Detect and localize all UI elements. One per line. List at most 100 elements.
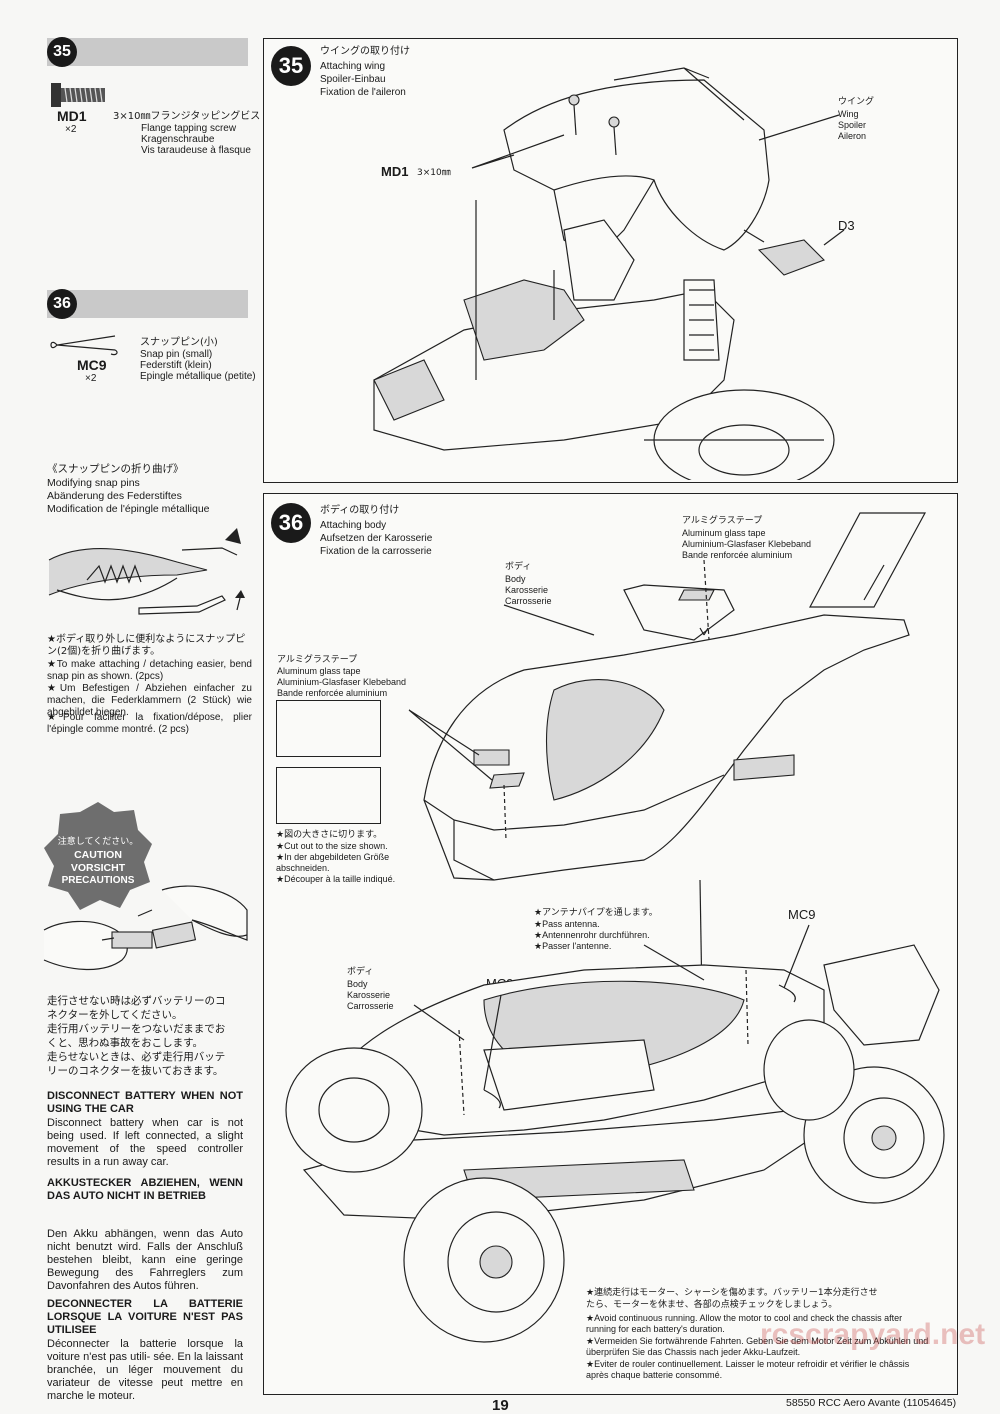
tape-left-de: Aluminium-Glasfaser Klebeband (277, 677, 407, 687)
antenna-note-fr: ★Passer l'antenne. (534, 941, 612, 951)
panel-35-title-en: Attaching wing (320, 61, 386, 72)
tape-top-fr: Bande renforcée aluminium (682, 550, 793, 560)
snap-mod-note-de: ★Um Befestigen / Abziehen einfacher zu m… (47, 683, 252, 718)
body-label-de: Karosserie (505, 585, 549, 595)
panel-36-number: 36 (271, 503, 311, 543)
body2-label-en: Body (347, 979, 368, 989)
tape-left-jp: アルミグラステープ (277, 655, 358, 665)
antenna-note-jp: ★アンテナパイプを通します。 (534, 908, 658, 918)
caution-de-heading: AKKUSTECKER ABZIEHEN, WENN DAS AUTO NICH… (47, 1177, 243, 1202)
wing-assembly-drawing (373, 67, 845, 480)
part-code-md1: MD1 (57, 108, 87, 124)
cut-note-fr: ★Découper à la taille indiqué. (276, 874, 396, 884)
panel-36-title-de: Aufsetzen der Karosserie (320, 533, 433, 544)
watermark: rcscrapyard.net (760, 1318, 986, 1351)
battery-connector-illustration (43, 885, 248, 970)
caution-jp-5: 走らせないときは、必ず走行用バッテ (47, 1051, 226, 1063)
snap-pin-icon (50, 335, 118, 356)
caution-badge-jp: 注意してください。 (57, 837, 139, 847)
snap-mod-title-en: Modifying snap pins (47, 477, 140, 489)
antenna-note-en: ★Pass antenna. (534, 919, 600, 929)
part-desc-mc9-jp: スナップピン(小) (140, 337, 218, 348)
panel-36-title-jp: ボディの取り付け (320, 505, 400, 516)
panel-36-title-en: Attaching body (320, 520, 387, 531)
caution-badge-fr: PRECAUTIONS (61, 875, 135, 886)
caution-en-body: Disconnect battery when car is not being… (47, 1117, 243, 1168)
page-number: 19 (492, 1397, 509, 1414)
tape-top-de: Aluminium-Glasfaser Klebeband (682, 539, 812, 549)
product-code: 58550 RCC Aero Avante (11054645) (786, 1397, 957, 1409)
caution-jp-4: くと、思わぬ事故をおこします。 (47, 1037, 204, 1049)
body-underside-drawing (408, 560, 910, 881)
panel-36-title-fr: Fixation de la carrosserie (320, 546, 432, 557)
run-note-en: ★Avoid continuous running. Allow the mot… (586, 1313, 903, 1334)
part-desc-md1-en: Flange tapping screw (141, 123, 237, 134)
tape-left-en: Aluminum glass tape (277, 666, 361, 676)
flange-screw-icon (51, 83, 105, 107)
panel-35-number: 35 (271, 46, 311, 86)
body2-label-jp: ボディ (347, 967, 374, 977)
part-desc-md1-de: Kragenschraube (141, 134, 215, 145)
wing-label-fr: Aileron (838, 131, 867, 141)
body2-label-fr: Carrosserie (347, 1001, 394, 1011)
panel-35-title-fr: Fixation de l'aileron (320, 87, 406, 98)
caution-de-body: Den Akku abhängen, wenn das Auto nicht b… (47, 1228, 243, 1292)
step-35-header-bar (47, 38, 248, 66)
car-body-mounting-drawing (285, 879, 945, 1343)
caution-jp-2: ネクターを外してください。 (47, 1009, 183, 1021)
caution-jp-3: 走行用バッテリーをつないだままでお (47, 1023, 226, 1035)
step-36-number: 36 (47, 289, 77, 319)
tape-cut-box-1 (276, 700, 381, 757)
snap-mod-note-en: ★To make attaching / detaching easier, b… (47, 659, 252, 682)
body-label-fr: Carrosserie (505, 596, 552, 606)
caution-fr-body: Déconnecter la batterie lorsque la voitu… (47, 1338, 243, 1402)
run-note-fr: ★Eviter de rouler continuellement. Laiss… (586, 1359, 910, 1380)
caution-jp-1: 走行させない時は必ずバッテリーのコ (47, 995, 226, 1007)
part-desc-mc9-fr: Epingle métallique (petite) (140, 371, 256, 382)
snap-mod-title-jp: 《スナップピンの折り曲げ》 (47, 463, 184, 475)
caution-badge-shape (44, 802, 152, 910)
caution-en-heading: DISCONNECT BATTERY WHEN NOT USING THE CA… (47, 1090, 243, 1115)
snap-mod-note-jp-2: ン(2個)を折り曲げます。 (47, 646, 161, 657)
caution-jp-6: リーのコネクターを抜いておきます。 (47, 1065, 224, 1077)
tape-top-jp: アルミグラステープ (682, 516, 763, 526)
caution-badge-de: VORSICHT (70, 862, 126, 874)
tape-top-en: Aluminum glass tape (682, 528, 766, 538)
panel-35-title-de: Spoiler-Einbau (320, 74, 386, 85)
cut-note-en: ★Cut out to the size shown. (276, 841, 388, 851)
part-desc-md1-fr: Vis taraudeuse à flasque (141, 145, 251, 156)
run-note-jp-1: ★連続走行はモーター、シャーシを傷めます。バッテリー1本分走行させ (586, 1288, 878, 1298)
snap-mod-note-jp-1: ★ボディ取り外しに便利なようにスナップピ (47, 634, 246, 645)
part-qty-mc9: ×2 (85, 373, 97, 384)
snap-mod-title-fr: Modification de l'épingle métallique (47, 503, 210, 515)
step-35-number: 35 (47, 37, 77, 67)
snap-mod-note-fr: ★Pour faciliter la fixation/dépose, plie… (47, 712, 252, 735)
wing-label-jp: ウイング (838, 97, 875, 107)
snap-mod-title-de: Abänderung des Federstiftes (47, 490, 182, 502)
mc9-callout-right: MC9 (788, 907, 816, 922)
tape-left-fr: Bande renforcée aluminium (277, 688, 388, 698)
step-36-header-bar (47, 290, 248, 318)
caution-fr-heading: DECONNECTER LA BATTERIE LORSQUE LA VOITU… (47, 1298, 243, 1336)
body-label-jp: ボディ (505, 562, 532, 572)
panel-35-title-jp: ウイングの取り付け (320, 46, 410, 57)
run-note-jp-2: たら、モーターを休ませ、各部の点検チェックをしましょう。 (586, 1300, 838, 1310)
run-note-de: ★Vermeiden Sie fortwährende Fahrten. Geb… (586, 1336, 929, 1357)
part-desc-mc9-de: Federstift (klein) (140, 360, 212, 371)
tape-cut-shape-large (809, 512, 927, 608)
part-code-mc9: MC9 (77, 357, 107, 373)
d3-callout: D3 (838, 218, 855, 233)
wing-label-en: Wing (838, 109, 859, 119)
cut-note-de: ★In der abgebildeten Größe abschneiden. (276, 852, 390, 873)
body2-label-de: Karosserie (347, 990, 391, 1000)
caution-badge-en: CAUTION (74, 849, 122, 861)
md1-callout: MD1 (381, 164, 409, 179)
part-desc-mc9-en: Snap pin (small) (140, 349, 213, 360)
tape-cut-box-2 (276, 767, 381, 824)
part-desc-md1-jp: 3×10㎜フランジタッピングビス (113, 111, 261, 122)
pliers-illustration (48, 528, 245, 615)
md1-size: 3×10㎜ (417, 168, 451, 178)
antenna-note-de: ★Antennenrohr durchführen. (534, 930, 650, 940)
part-qty-md1: ×2 (65, 124, 77, 135)
body-label-en: Body (505, 574, 526, 584)
